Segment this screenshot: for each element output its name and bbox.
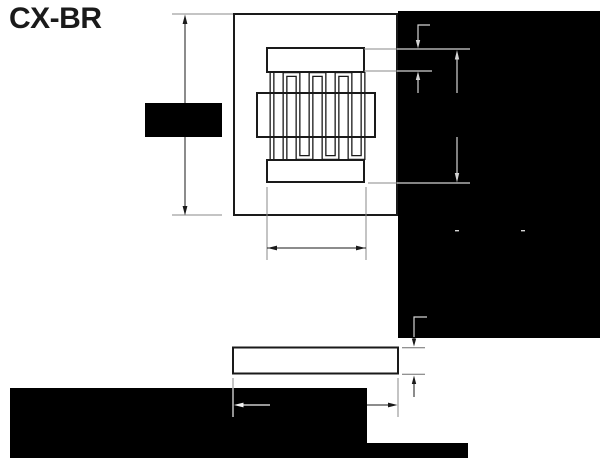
arrowhead-up	[182, 14, 188, 24]
arrowhead-left-white	[233, 402, 244, 408]
right-redaction-panel	[364, 11, 600, 338]
thickness-dimension	[402, 338, 425, 397]
arrowhead-right	[356, 245, 366, 251]
text-remnant	[455, 230, 459, 232]
arrowhead-down	[411, 338, 417, 347]
arrowhead-up	[411, 375, 417, 384]
top-bus-bar	[266, 47, 365, 73]
bottom-bus-bar	[266, 159, 365, 183]
side-view	[232, 346, 399, 375]
arrowhead-left	[267, 245, 277, 251]
grid-height-dimension	[454, 50, 460, 183]
serpentine-grid	[269, 72, 366, 160]
redaction-strip-bottom-right	[367, 443, 468, 458]
arrowhead-down	[182, 206, 188, 216]
plan-view	[233, 13, 398, 216]
grid-width-dimension	[266, 187, 367, 260]
redaction-box-left	[145, 103, 222, 137]
small-dimension-lower	[415, 71, 421, 93]
grid-window-rect	[256, 92, 376, 138]
text-remnant	[521, 230, 525, 232]
small-dimension-upper	[415, 24, 430, 49]
thickness-leader-hook	[413, 316, 427, 337]
side-view-outline	[232, 346, 399, 375]
arrowhead-right	[388, 402, 398, 408]
drawing-title: CX-BR	[9, 2, 102, 35]
sensor-body-outline	[233, 13, 398, 216]
left-height-dimension	[145, 13, 233, 216]
bottom-width-dimension	[10, 378, 468, 458]
redaction-box-right	[398, 11, 600, 338]
redaction-box-bottom	[10, 388, 367, 458]
